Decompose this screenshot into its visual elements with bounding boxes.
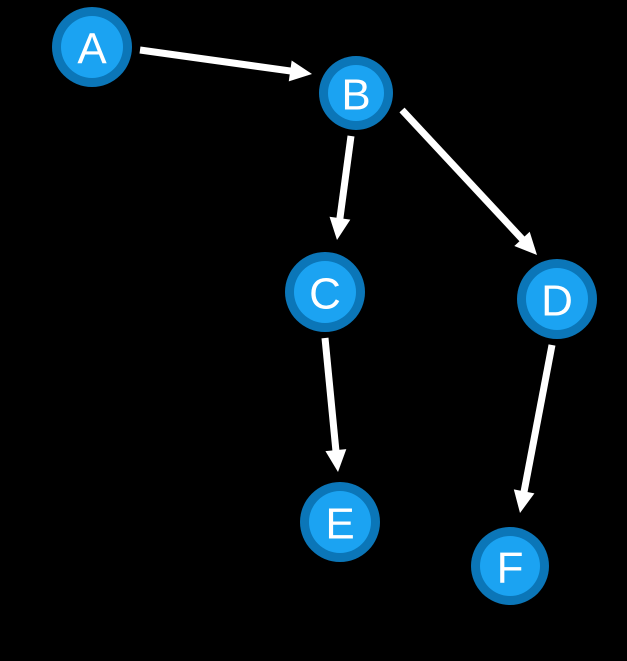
arrowhead-icon xyxy=(513,489,535,513)
node-body xyxy=(61,16,123,78)
edge-A-B xyxy=(139,46,312,82)
node-body xyxy=(480,536,540,596)
arrowhead-icon xyxy=(288,60,312,82)
edge-line xyxy=(399,107,528,245)
node-F[interactable]: F xyxy=(471,527,549,605)
edge-line xyxy=(519,344,556,497)
edge-B-C xyxy=(329,135,355,240)
edge-line xyxy=(321,337,340,455)
node-C[interactable]: C xyxy=(285,252,365,332)
edge-D-F xyxy=(513,344,556,513)
arrowhead-icon xyxy=(325,449,347,472)
edge-B-D xyxy=(399,107,537,255)
node-body xyxy=(309,491,371,553)
arrowhead-icon xyxy=(514,231,537,255)
node-body xyxy=(526,268,588,330)
arrowhead-icon xyxy=(329,216,351,240)
node-D[interactable]: D xyxy=(517,259,597,339)
node-B[interactable]: B xyxy=(319,56,393,130)
node-body xyxy=(294,261,356,323)
edge-line xyxy=(335,135,355,224)
edge-line xyxy=(139,46,296,76)
edge-C-E xyxy=(321,337,347,472)
node-body xyxy=(328,65,384,121)
node-E[interactable]: E xyxy=(300,482,380,562)
node-A[interactable]: A xyxy=(52,7,132,87)
